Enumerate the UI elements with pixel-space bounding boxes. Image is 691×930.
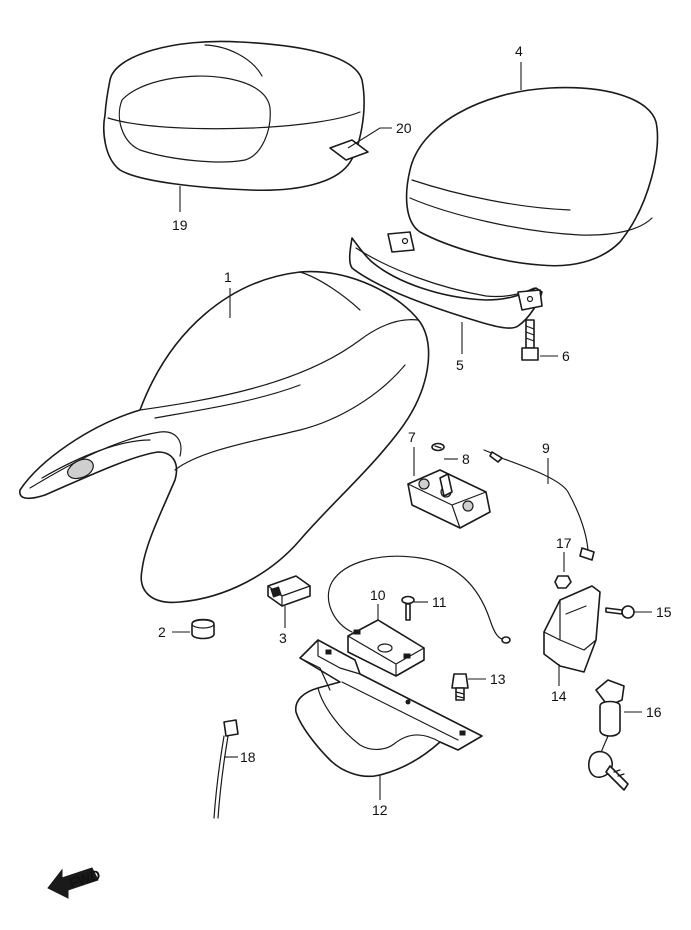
part-17-nut [554,575,572,589]
part-14-lock-bracket [543,585,601,673]
part-7-seat-hook [407,469,491,529]
cable-loop [327,555,511,644]
forward-arrow-icon [47,867,99,899]
part-9-cable [483,449,595,561]
part-4-passenger-seat [405,86,659,267]
part-18-cable-tie [213,719,239,819]
callout-12: 12 [372,802,388,818]
callout-4: 4 [515,43,523,59]
part-3-clamp [267,575,311,607]
part-11-screw [401,595,415,621]
callout-11: 11 [432,594,447,610]
part-2-grommet [191,618,215,640]
callout-17: 17 [556,535,572,551]
part-8-screw [431,442,445,452]
callout-15: 15 [656,604,672,620]
callout-13: 13 [490,671,506,687]
callout-19: 19 [172,217,188,233]
part-15-screw [605,605,635,619]
callout-9: 9 [542,440,550,456]
callout-10: 10 [370,587,386,603]
callout-6: 6 [562,348,570,364]
part-16-lock-with-key [588,679,629,791]
callout-16: 16 [646,704,662,720]
part-10-holder [347,619,425,677]
part-5-seat-bracket [348,231,543,329]
fwd-label: FWD [67,866,102,891]
part-19-rear-seat-cowl [103,40,365,192]
callout-2: 2 [158,624,166,640]
fwd-direction-badge: FWD [47,866,102,899]
callout-3: 3 [279,630,287,646]
callout-14: 14 [551,688,567,704]
callout-5: 5 [456,357,464,373]
callouts: 1 2 3 4 5 6 7 8 9 10 11 12 13 14 15 16 1 [158,43,672,818]
callout-18: 18 [240,749,256,765]
part-13-bolt [451,673,469,701]
callout-7: 7 [408,429,416,445]
part-6-bolt [521,319,539,361]
part-12-tray [294,639,483,778]
callout-1: 1 [224,269,232,285]
callout-8: 8 [462,451,470,467]
part-20-cushion-pad [329,139,369,161]
callout-20: 20 [396,120,412,136]
part-1-main-seat [19,270,430,604]
